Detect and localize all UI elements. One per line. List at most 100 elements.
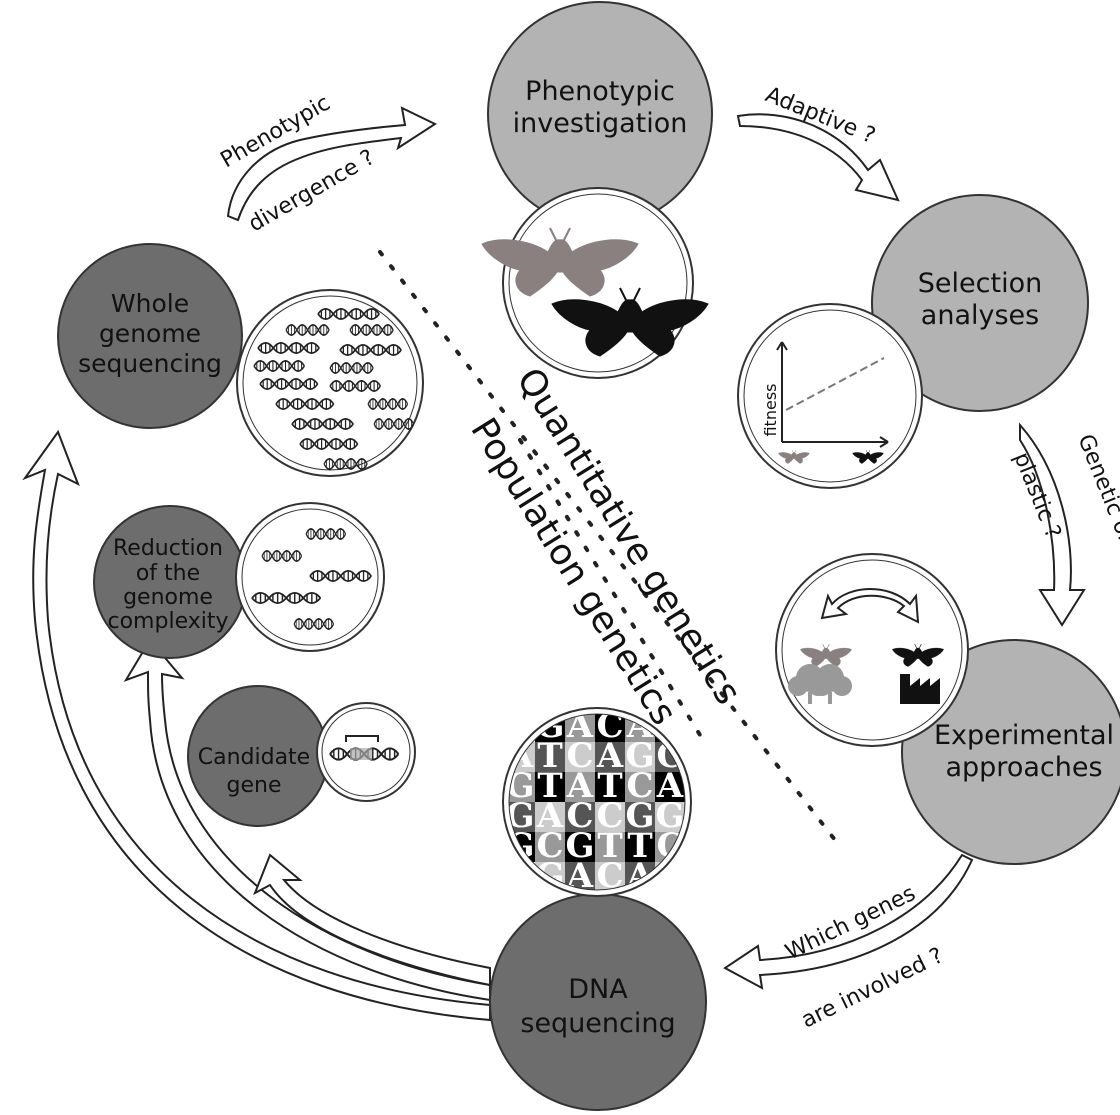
sequence-cell	[509, 772, 535, 802]
sequence-cell	[565, 832, 595, 862]
gene-bracket-icon	[345, 735, 379, 742]
sequence-letter: T	[627, 826, 652, 866]
sequence-cell	[715, 802, 745, 832]
arrow-genetic-or-plastic	[1019, 422, 1086, 627]
sequence-letter: A	[566, 766, 594, 806]
node-selection-analyses: Selection analyses	[871, 194, 1089, 412]
sequence-letter: C	[596, 796, 623, 836]
phenotypic-label-2: investigation	[513, 108, 688, 139]
sequence-cell	[565, 742, 595, 772]
environment-illustration-circle	[775, 553, 969, 747]
sequence-letter: T	[597, 766, 622, 806]
sequence-letter: C	[716, 826, 743, 866]
many-dna-circle	[236, 289, 424, 477]
sequence-letter: T	[687, 856, 712, 896]
node-candidate-gene: Candidate gene	[187, 685, 329, 827]
double-arrow-icon	[820, 588, 920, 624]
arrow-dna-to-reduction	[123, 638, 491, 1002]
dna-label-1: DNA	[568, 974, 628, 1005]
experimental-label-1: Experimental	[934, 720, 1114, 751]
sequence-letter: A	[656, 766, 684, 806]
arrow-which-genes	[723, 853, 974, 990]
sequence-cell	[715, 742, 745, 772]
phenotypic-label-1: Phenotypic	[525, 76, 675, 107]
sequence-cell	[535, 742, 565, 772]
sequence-letter: T	[537, 736, 562, 776]
sequence-cell	[685, 742, 715, 772]
reduction-label-1: Reduction	[113, 536, 223, 561]
sequence-letter: C	[566, 796, 593, 836]
sequence-cell	[625, 772, 655, 802]
sequence-letter: C	[716, 766, 743, 806]
sequence-letter: A	[596, 736, 624, 776]
fitness-plot-circle: fitness	[737, 303, 923, 489]
node-whole-genome-sequencing: Whole genome sequencing	[57, 243, 243, 429]
fitness-trend-line	[785, 357, 885, 411]
sequence-cell	[535, 832, 565, 862]
sequence-letter: C	[626, 766, 653, 806]
sequence-letter: G	[655, 796, 684, 836]
dna-sequence-circle: GACAGTATCAGCAGGTATCATCGACCGGTAGCGTTCACGA…	[502, 706, 745, 897]
sequence-letter: A	[716, 796, 744, 836]
sequence-letter: G	[565, 826, 594, 866]
arrow-dna-to-whole-genome	[22, 429, 491, 1022]
sequence-cell	[625, 802, 655, 832]
single-dna-circle	[316, 702, 416, 802]
whole-genome-label-3: sequencing	[78, 349, 222, 378]
reduction-label-4: complexity	[108, 609, 229, 634]
sequence-cell	[715, 772, 745, 802]
arrow-adaptive	[736, 113, 900, 202]
sequence-letter: A	[536, 796, 564, 836]
moth-illustration-circle	[481, 187, 709, 379]
sequence-cell	[535, 772, 565, 802]
sequence-cell	[685, 832, 715, 862]
candidate-label-1: Candidate	[198, 745, 310, 770]
sequence-cell	[625, 832, 655, 862]
dna-label-2: sequencing	[520, 1008, 675, 1039]
sequence-cell	[535, 802, 565, 832]
sequence-cell	[565, 802, 595, 832]
whole-genome-label-1: Whole	[111, 289, 189, 318]
sequence-letter: A	[686, 736, 714, 776]
sequence-cell	[595, 832, 625, 862]
sequence-letter: T	[597, 826, 622, 866]
sequence-letter: C	[566, 736, 593, 776]
sequence-cell	[595, 802, 625, 832]
sequence-cell	[655, 772, 685, 802]
reduction-label-2: of the	[136, 561, 200, 586]
sequence-letter: A	[686, 826, 714, 866]
sequence-letter: T	[687, 706, 712, 746]
sequence-cell	[595, 772, 625, 802]
sequence-letter: G	[625, 796, 654, 836]
sequence-cell	[625, 742, 655, 772]
node-dna-sequencing: DNA sequencing	[489, 893, 707, 1111]
few-dna-circle	[235, 502, 385, 652]
selection-label-2: analyses	[921, 300, 1039, 331]
sequence-cell	[509, 802, 535, 832]
selection-label-1: Selection	[918, 268, 1042, 299]
sequence-cell	[715, 832, 745, 862]
sequence-cell	[685, 862, 715, 892]
whole-genome-label-2: genome	[99, 319, 201, 348]
sequence-letter: C	[536, 826, 563, 866]
node-reduction-genome-complexity: Reduction of the genome complexity	[93, 505, 247, 659]
sequence-letter: T	[537, 766, 562, 806]
sequence-cell	[565, 772, 595, 802]
arrow-label-genetic-or: Genetic or	[1072, 431, 1120, 547]
population-genetics-boundary	[518, 438, 702, 737]
sequence-letter: G	[715, 736, 744, 776]
reduction-label-3: genome	[123, 585, 213, 610]
sequence-letter: A	[566, 856, 594, 896]
arrow-phenotypic-divergence	[226, 106, 438, 222]
sequence-letter: C	[596, 706, 623, 746]
sequence-cell	[595, 862, 625, 890]
fitness-axis-label: fitness	[761, 383, 780, 436]
sequence-letter: G	[625, 736, 654, 776]
candidate-label-2: gene	[227, 773, 282, 798]
sequence-letter: C	[596, 856, 623, 896]
arrow-dna-to-candidate	[253, 853, 491, 987]
experimental-label-2: approaches	[945, 752, 1102, 783]
sequence-cell	[595, 714, 625, 742]
